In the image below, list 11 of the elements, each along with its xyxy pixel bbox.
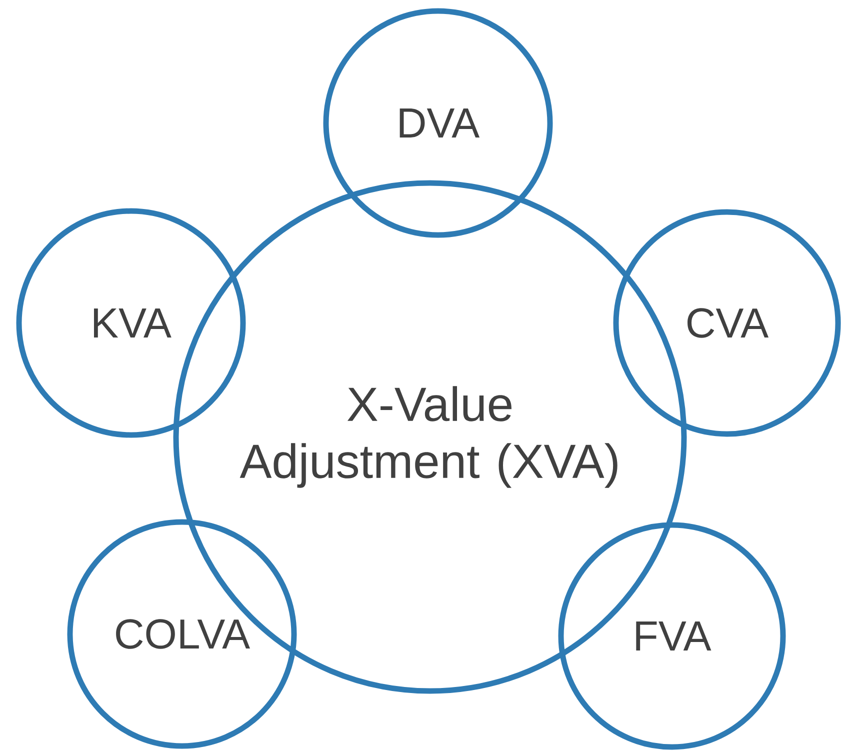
circle [558, 522, 786, 750]
circle [67, 519, 297, 749]
circle-label: COLVA [116, 619, 250, 649]
circle-label: X-Value Adjustment (XVA) [240, 386, 618, 488]
circle [16, 208, 246, 438]
circle-label: KVA [94, 308, 172, 338]
circle-label: DVA [400, 108, 480, 138]
circle-label: FVA [636, 622, 712, 650]
circle [613, 209, 841, 437]
circle [323, 8, 553, 238]
circle-label: CVA [688, 308, 769, 338]
